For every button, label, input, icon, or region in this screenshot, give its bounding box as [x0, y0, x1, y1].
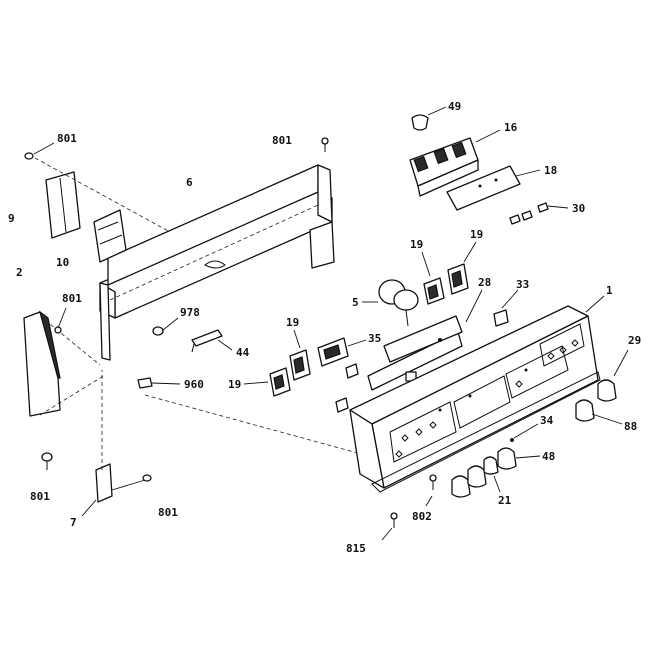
control-panel-1 — [349, 295, 605, 493]
callout-7: 7 — [70, 516, 77, 529]
screw-801-bottom-right — [111, 474, 152, 491]
knob-49 — [411, 106, 447, 131]
side-bracket-10 — [93, 209, 127, 263]
callout-18: 18 — [544, 164, 557, 177]
backguard-panel — [99, 164, 335, 361]
clip-960 — [137, 377, 366, 456]
callout-5: 5 — [352, 296, 359, 309]
callout-19-c: 19 — [286, 316, 299, 329]
callout-801-bottom-right: 801 — [158, 506, 178, 519]
callout-801-top-left: 801 — [57, 132, 77, 145]
callout-44: 44 — [236, 346, 250, 359]
callout-33: 33 — [516, 278, 529, 291]
callout-801-top-center: 801 — [272, 134, 292, 147]
callout-30: 30 — [572, 202, 585, 215]
grommet-978 — [152, 317, 179, 336]
screw-801-top-center — [321, 137, 329, 152]
callout-6: 6 — [186, 176, 193, 189]
switch-board-16 — [409, 129, 501, 197]
knob-29 — [597, 349, 629, 402]
callout-801-bottom-left: 801 — [30, 490, 50, 503]
callout-19-d: 19 — [228, 378, 241, 391]
knob-48 — [497, 447, 541, 470]
switch-small-33 — [493, 289, 519, 327]
screw-34 — [510, 423, 539, 442]
callout-88: 88 — [624, 420, 637, 433]
callout-10: 10 — [56, 256, 69, 269]
callout-2: 2 — [16, 266, 23, 279]
callout-35: 35 — [368, 332, 381, 345]
overlay-18 — [446, 165, 541, 211]
callout-801-left-mid: 801 — [62, 292, 82, 305]
bracket-44 — [191, 329, 233, 353]
side-bracket-9 — [34, 157, 171, 239]
relay-35 — [317, 337, 367, 367]
screw-801-left-mid — [54, 307, 67, 334]
callout-16: 16 — [504, 121, 518, 134]
callout-802: 802 — [412, 510, 432, 523]
knob-21-group — [451, 456, 501, 498]
relay-19-mid — [289, 329, 311, 381]
callout-21: 21 — [498, 494, 512, 507]
callout-49: 49 — [448, 100, 461, 113]
side-trim-2 — [23, 310, 106, 417]
connector-small — [335, 363, 359, 413]
bracket-28 — [367, 289, 483, 391]
callout-978: 978 — [180, 306, 200, 319]
callout-9: 9 — [8, 212, 15, 225]
screw-802 — [425, 474, 437, 507]
callout-48: 48 — [542, 450, 555, 463]
knob-88 — [575, 399, 623, 425]
callout-19-a: 19 — [410, 238, 423, 251]
callout-960: 960 — [184, 378, 204, 391]
relay-19-upper-left — [421, 251, 445, 305]
screw-801-top-left — [24, 142, 55, 160]
clock-timer-5 — [362, 279, 419, 327]
callout-29: 29 — [628, 334, 641, 347]
bracket-7 — [81, 370, 113, 517]
callout-28: 28 — [478, 276, 491, 289]
buttons-30 — [509, 202, 569, 225]
callout-815: 815 — [346, 542, 366, 555]
callout-19-b: 19 — [470, 228, 483, 241]
screw-801-bottom-left — [41, 452, 53, 470]
callout-34: 34 — [540, 414, 554, 427]
relay-19-lower — [243, 367, 291, 397]
screw-815 — [381, 512, 398, 541]
callout-1: 1 — [606, 284, 613, 297]
relay-19-upper-right — [447, 241, 477, 295]
